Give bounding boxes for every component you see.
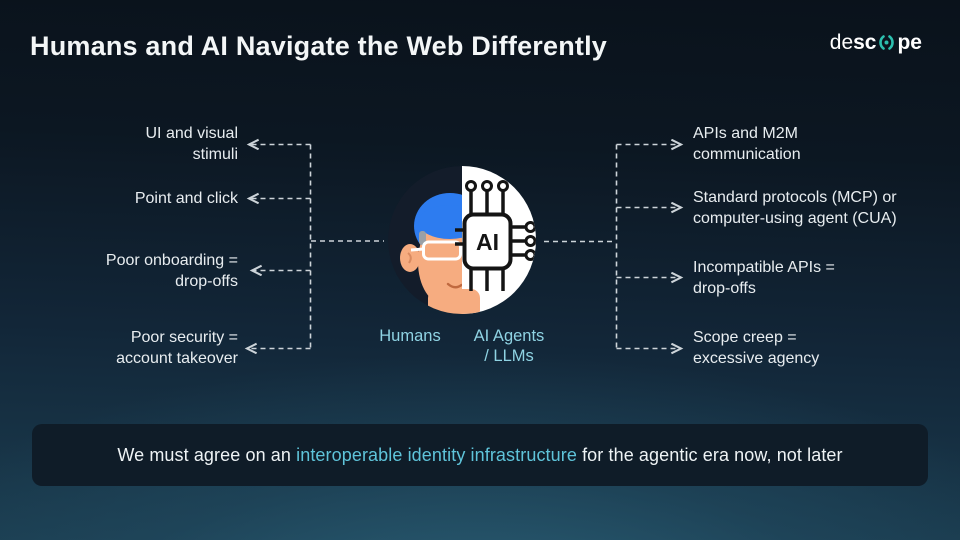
takeaway-text: We must agree on an interoperable identi… xyxy=(117,445,842,466)
logo-text-pe: pe xyxy=(897,31,922,54)
callout-standard-protocols: Standard protocols (MCP) or computer-usi… xyxy=(693,189,897,227)
ai-agents-label: AI Agents / LLMs xyxy=(473,327,545,365)
chip-ai-text: AI xyxy=(476,229,499,255)
ai-chip-icon: AI xyxy=(455,180,536,291)
callout-apis-m2m: APIs and M2M communication xyxy=(693,125,801,163)
takeaway-prefix: We must agree on an xyxy=(117,444,297,465)
humans-ai-figure: AI xyxy=(388,166,536,314)
descope-o-icon xyxy=(877,32,896,53)
human-head-icon xyxy=(400,193,462,305)
callout-poor-security: Poor security = account takeover xyxy=(116,329,238,367)
takeaway-highlight: interoperable identity infrastructure xyxy=(296,444,577,465)
callout-incompatible-apis: Incompatible APIs = drop-offs xyxy=(693,259,835,297)
sideburn xyxy=(419,231,426,245)
takeaway-suffix: for the agentic era now, not later xyxy=(576,444,843,465)
page-title: Humans and AI Navigate the Web Different… xyxy=(30,31,608,61)
humans-label: Humans xyxy=(379,327,441,345)
takeaway-banner: We must agree on an interoperable identi… xyxy=(32,424,928,486)
logo-text-sc: sc xyxy=(853,31,877,54)
callout-scope-creep: Scope creep = excessive agency xyxy=(693,329,820,367)
callout-poor-onboarding: Poor onboarding = drop-offs xyxy=(105,252,238,290)
smile xyxy=(446,282,462,289)
logo-text-de: de xyxy=(829,31,854,54)
callout-ui-visual-stimuli: UI and visual stimuli xyxy=(145,125,239,163)
connector-lines xyxy=(247,145,681,349)
callout-point-and-click: Point and click xyxy=(134,190,238,207)
